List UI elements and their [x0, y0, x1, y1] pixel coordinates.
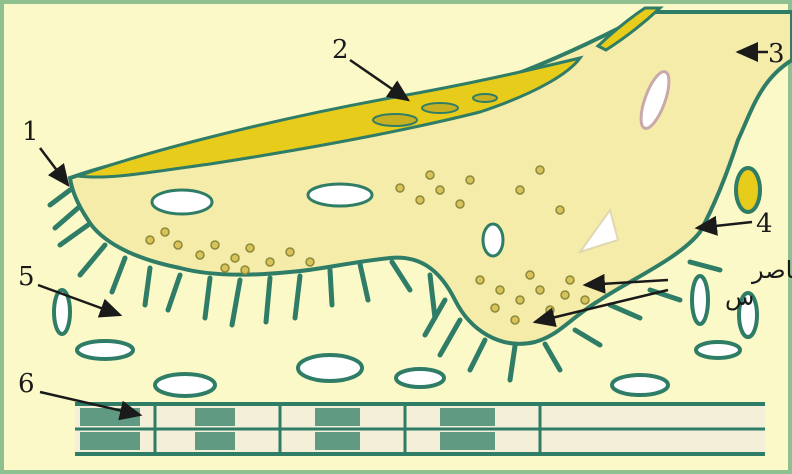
cell-nucleus: [692, 276, 708, 324]
cell-nucleus: [77, 341, 133, 359]
muscle-fiber: [75, 404, 765, 454]
cell-nucleus: [155, 374, 215, 396]
cell-nucleus: [298, 355, 362, 381]
mitochondrion: [483, 224, 503, 256]
cell-nucleus: [612, 375, 668, 395]
cell-nucleus: [396, 369, 444, 387]
label-1: 1: [22, 117, 39, 147]
myelin-nucleus: [373, 114, 417, 126]
label-4: 4: [756, 209, 773, 239]
label-5: 5: [18, 262, 35, 292]
cell-nucleus: [696, 342, 740, 358]
mitochondrion: [152, 190, 212, 214]
label-3: 3: [768, 39, 785, 69]
label-elements: العناصر: [751, 256, 792, 284]
label-elements-letter: س: [725, 283, 754, 311]
label-2: 2: [332, 35, 349, 65]
label-6: 6: [18, 369, 35, 399]
cell-nucleus: [736, 168, 760, 212]
mitochondrion: [308, 184, 372, 206]
myelin-nucleus: [422, 103, 458, 113]
myelin-nucleus: [473, 94, 497, 102]
